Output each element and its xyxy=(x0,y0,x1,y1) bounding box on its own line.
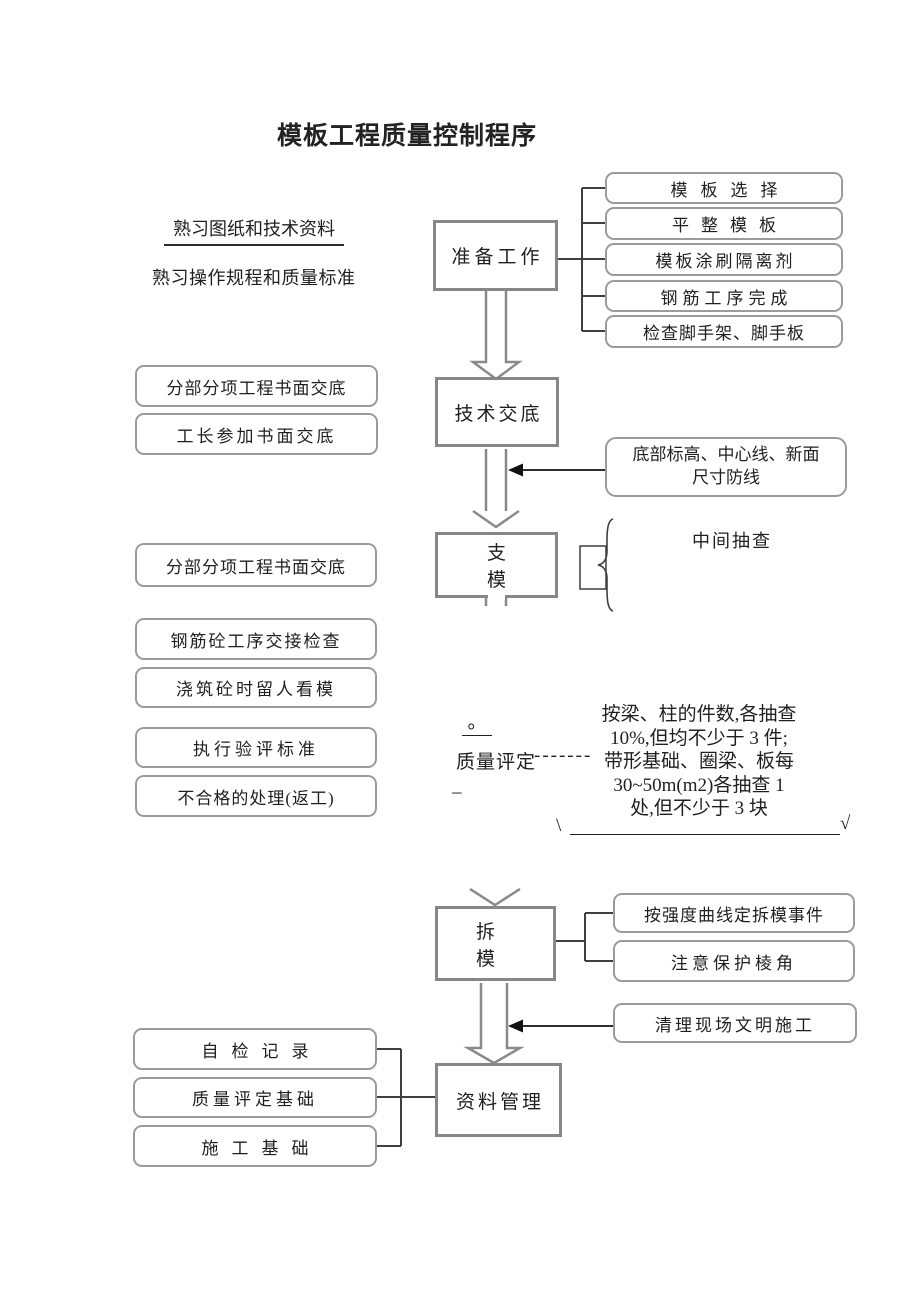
qa-tick: √ xyxy=(840,813,851,834)
process-box-data-management: 资料管理 xyxy=(435,1063,562,1137)
strike-item: 注意保护棱角 xyxy=(613,940,855,982)
qa-label: 质量评定 xyxy=(456,752,537,773)
support-border-gap xyxy=(488,594,505,600)
support-item: 不合格的处理(返工) xyxy=(135,775,377,817)
arrow-elevation-note xyxy=(508,463,605,477)
elevation-note-line2: 尺寸防线 xyxy=(692,468,760,487)
record-item: 质量评定基础 xyxy=(133,1077,377,1118)
process-box-strike-formwork: 拆模 xyxy=(435,906,556,981)
qa-dashes: ------- xyxy=(534,745,593,766)
qa-detail-line: 处,但不少于 3 块 xyxy=(630,798,768,819)
arrow-cleanup-note xyxy=(508,1019,613,1033)
prepare-item: 平整模板 xyxy=(605,207,843,240)
briefing-item: 分部分项工程书面交底 xyxy=(135,365,378,407)
mid-inspection-connector xyxy=(579,545,607,590)
qa-underscore: _ xyxy=(452,775,462,796)
support-item: 钢筋砼工序交接检查 xyxy=(135,618,377,660)
strike-item: 按强度曲线定拆模事件 xyxy=(613,893,855,933)
elevation-note-box: 底部标高、中心线、新面 尺寸防线 xyxy=(605,437,847,497)
record-item: 施工基础 xyxy=(133,1125,377,1167)
qa-detail-line: 带形基础、圈梁、板每 xyxy=(603,751,794,772)
qa-degree-mark: 。 xyxy=(462,707,492,736)
records-bracket xyxy=(377,1048,435,1147)
cleanup-box: 清理现场文明施工 xyxy=(613,1003,857,1043)
qa-detail-line: 10%,但均不少于 3 件; xyxy=(610,727,788,749)
support-item: 执行验评标准 xyxy=(135,727,377,768)
mid-inspection-label: 中间抽查 xyxy=(692,531,772,551)
qa-signature-line xyxy=(570,834,840,835)
support-item: 分部分项工程书面交底 xyxy=(135,543,377,587)
qa-detail-block: 按梁、柱的件数,各抽查 10%,但均不少于 3 件; 带形基础、圈梁、板每 30… xyxy=(594,703,804,821)
briefing-item: 工长参加书面交底 xyxy=(135,413,378,455)
note-study-rules: 熟习操作规程和质量标准 xyxy=(152,268,356,288)
prepare-bracket xyxy=(558,187,605,332)
process-box-prepare: 准备工作 xyxy=(433,220,558,291)
prepare-item: 模板选择 xyxy=(605,172,843,204)
support-item: 浇筑砼时留人看模 xyxy=(135,667,377,708)
arrow-prepare-to-briefing xyxy=(469,291,523,381)
record-item: 自检记录 xyxy=(133,1028,377,1070)
elevation-note-line1: 底部标高、中心线、新面 xyxy=(632,445,820,465)
qa-detail-line: 30~50m(m2)各抽查 1 xyxy=(613,774,785,796)
qa-backslash: \ xyxy=(556,815,562,836)
arrow-briefing-to-support xyxy=(472,449,520,529)
arrow-strike-to-data xyxy=(463,983,525,1065)
prepare-item: 钢筋工序完成 xyxy=(605,280,843,312)
prepare-item: 检查脚手架、脚手板 xyxy=(605,315,843,348)
process-box-erect-formwork: 支模 xyxy=(435,532,558,598)
qa-detail-line: 按梁、柱的件数,各抽查 xyxy=(601,704,797,725)
note-study-drawings: 熟习图纸和技术资料 xyxy=(164,215,344,246)
page-title: 模板工程质量控制程序 xyxy=(276,123,537,150)
mid-inspection-brace xyxy=(597,518,614,612)
prepare-item: 模板涂刷隔离剂 xyxy=(605,243,843,276)
strike-bracket xyxy=(556,912,613,962)
arrow-into-strike xyxy=(469,887,521,907)
process-box-tech-briefing: 技术交底 xyxy=(435,377,559,447)
